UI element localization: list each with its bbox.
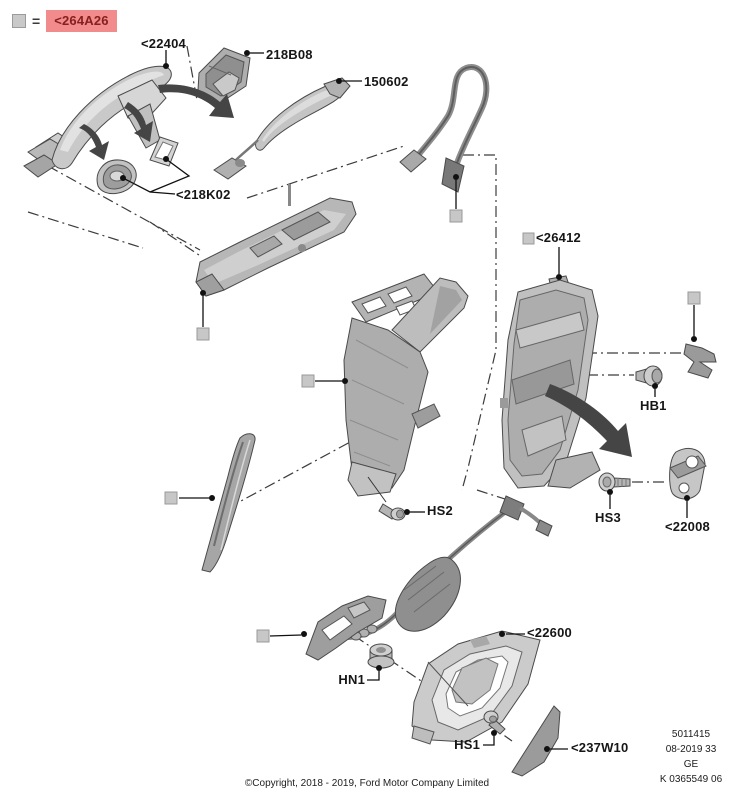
part-marker-squares[interactable]	[164, 209, 701, 643]
callout-237W10[interactable]: <237W10	[571, 740, 629, 755]
copyright-notice: ©Copyright, 2018 - 2019, Ford Motor Comp…	[244, 778, 490, 789]
part-handle-gasket	[149, 136, 179, 167]
callout-HS2[interactable]: HS2	[427, 503, 453, 518]
part-handle-reinforcement	[195, 184, 357, 297]
callout-26412[interactable]: <26412	[536, 230, 581, 245]
catalog-doc-number: 5011415	[671, 729, 711, 740]
callout-dots	[120, 50, 697, 752]
install-arrow-icon	[545, 384, 632, 457]
callout-22404[interactable]: <22404	[141, 36, 186, 51]
callout-HS1[interactable]: HS1	[454, 737, 480, 752]
part-striker-plate	[669, 448, 707, 500]
part-screw-hs1	[483, 710, 506, 735]
callout-leader-lines	[122, 50, 695, 750]
catalog-info-block: 5011415 08-2019 33 GE K 0365549 06	[636, 727, 734, 787]
part-door-latch	[500, 275, 601, 489]
part-screw-hs3	[598, 472, 631, 492]
callout-22008[interactable]: <22008	[665, 519, 710, 534]
callout-150602[interactable]: 150602	[364, 74, 409, 89]
part-trim-cover	[511, 705, 561, 777]
callout-HS3[interactable]: HS3	[595, 510, 621, 525]
part-marker-swatch-icon	[12, 14, 26, 28]
callout-HB1[interactable]: HB1	[640, 398, 667, 413]
callout-HN1[interactable]: HN1	[338, 672, 365, 687]
part-marker-square	[164, 491, 178, 505]
catalog-revision: 08-2019 33	[665, 744, 717, 755]
part-interior-release-lever	[213, 77, 351, 180]
part-marker-square	[687, 291, 701, 305]
callout-218B08[interactable]: 218B08	[266, 47, 313, 62]
part-nut-hn1	[367, 643, 395, 669]
part-door-check	[683, 343, 717, 379]
part-marker-square	[301, 374, 315, 388]
part-latch-cable-upper	[399, 64, 490, 193]
part-marker-square	[196, 327, 210, 341]
part-marker-square	[256, 629, 270, 643]
catalog-ref: K 0365549 06	[659, 774, 723, 785]
install-arrow-icon	[158, 84, 234, 118]
install-arrow-icon	[124, 102, 153, 142]
install-arrow-icon	[79, 124, 109, 160]
catalog-market: GE	[683, 759, 699, 770]
part-handle-cap	[96, 159, 137, 194]
part-bolt-hb1	[635, 365, 663, 387]
assembly-axis-lines	[27, 45, 682, 742]
part-exterior-door-handle	[23, 65, 172, 178]
legend-highlighted-part: = <264A26	[12, 10, 117, 32]
part-cable-bracket	[305, 595, 387, 661]
callout-218K02[interactable]: <218K02	[176, 187, 231, 202]
part-window-regulator-carrier	[343, 273, 469, 503]
part-marker-square	[522, 232, 535, 245]
part-latch-cable-lower	[337, 495, 553, 641]
callout-22600[interactable]: <22600	[527, 625, 572, 640]
part-marker-square	[449, 209, 463, 223]
part-screw-hs2	[378, 503, 406, 521]
part-interior-handle-bezel	[411, 630, 541, 745]
legend-equals: =	[32, 13, 41, 29]
part-glass-run-channel	[201, 433, 256, 573]
direction-arrow-icons	[79, 84, 632, 457]
callout-264A26[interactable]: <264A26	[46, 10, 117, 32]
